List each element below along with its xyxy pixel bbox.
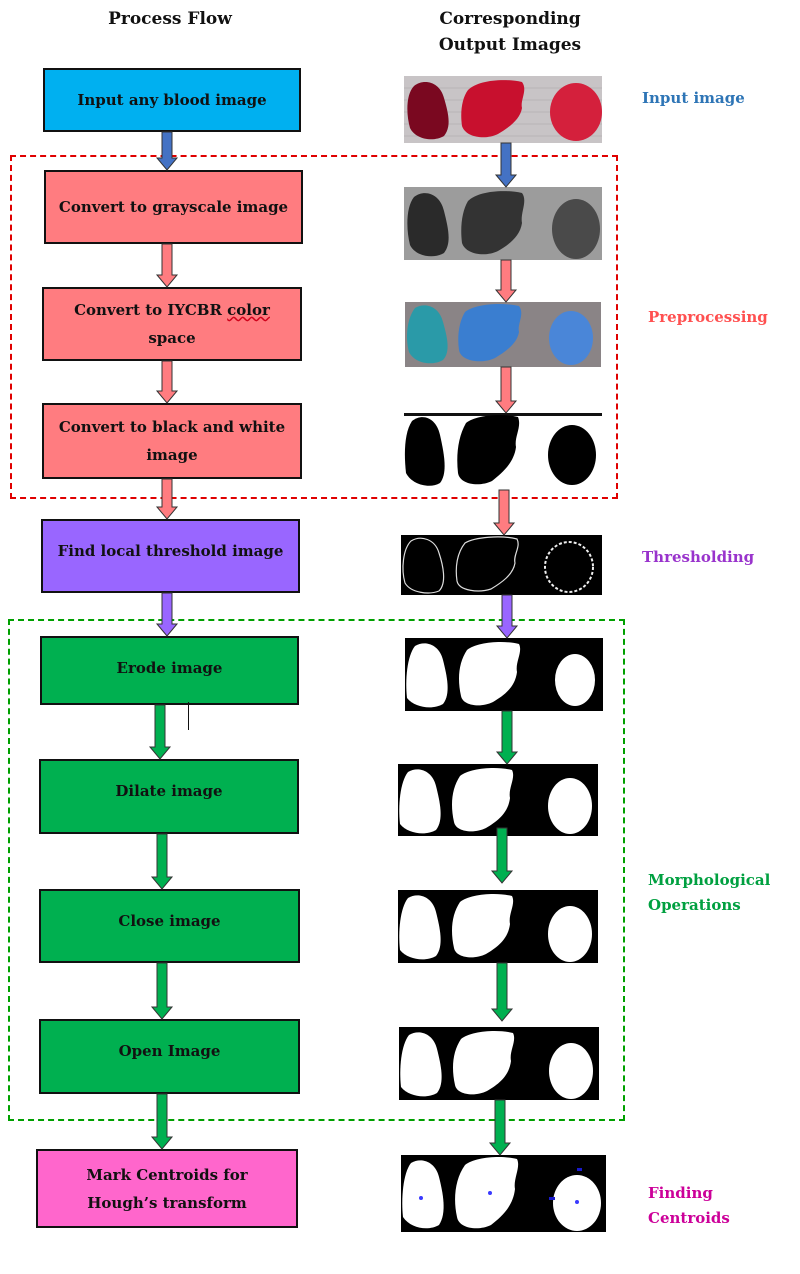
output-image-grayscale [404, 187, 602, 260]
output-images-heading-line1: Corresponding [439, 9, 581, 29]
process-flow-heading: Process Flow [108, 9, 232, 29]
label-centroids-line2: Centroids [648, 1209, 730, 1227]
output-image-threshold [401, 535, 602, 595]
blood-sample-photo [404, 76, 602, 143]
output-image-iycbr [405, 302, 601, 367]
step-mark-centroids: Mark Centroids for Hough’s transform [36, 1149, 298, 1228]
label-input-image: Input image [642, 89, 745, 107]
text-cursor [188, 702, 189, 730]
label-preprocessing: Preprocessing [648, 308, 768, 326]
label-morphological-operations: Morphological Operations [648, 868, 770, 918]
step-close: Close image [39, 889, 300, 963]
closed-binary [398, 890, 598, 963]
step-input-blood-image: Input any blood image [43, 68, 301, 132]
step-convert-grayscale: Convert to grayscale image [44, 170, 303, 244]
opened-binary [399, 1027, 599, 1100]
spellcheck-underlined-word: color [227, 301, 270, 319]
centroid-marker [419, 1196, 423, 1200]
local-threshold-outlines [401, 535, 602, 595]
step-dilate: Dilate image [39, 759, 299, 834]
dilated-binary [398, 764, 598, 836]
output-image-open [399, 1027, 599, 1100]
step-convert-iycbr: Convert to IYCBR color space [42, 287, 302, 361]
grayscale-photo [404, 187, 602, 260]
iycbr-color-photo [405, 302, 601, 367]
step-convert-iycbr-line2: space [148, 329, 196, 347]
label-morphological-line1: Morphological [648, 871, 771, 889]
output-images-heading-line2: Output Images [438, 35, 582, 55]
output-image-centroids [401, 1155, 606, 1232]
label-finding-line1: Finding [648, 1184, 713, 1202]
output-image-erode [405, 638, 603, 711]
black-white-binary [404, 413, 602, 486]
label-finding-centroids: Finding Centroids [648, 1181, 730, 1231]
step-convert-black-white: Convert to black and white image [42, 403, 302, 479]
morphological-group-border [8, 619, 625, 1121]
output-images-heading: Corresponding Output Images [380, 6, 640, 58]
step-convert-iycbr-line1: Convert to IYCBR color [74, 301, 270, 319]
step-erode: Erode image [40, 636, 299, 705]
centroid-marker [488, 1191, 492, 1195]
output-image-dilate [398, 764, 598, 836]
eroded-binary [405, 638, 603, 711]
label-thresholding: Thresholding [642, 548, 755, 566]
preprocessing-group-border [10, 155, 618, 499]
centroid-marked-binary [401, 1155, 606, 1232]
output-image-black-white [404, 413, 602, 486]
step-open: Open Image [39, 1019, 300, 1094]
output-image-input [404, 76, 602, 143]
output-image-close [398, 890, 598, 963]
centroid-marker [577, 1168, 582, 1171]
centroid-marker [575, 1200, 579, 1204]
step-local-threshold: Find local threshold image [41, 519, 300, 593]
label-morphological-line2: Operations [648, 896, 741, 914]
centroid-marker [549, 1197, 555, 1200]
